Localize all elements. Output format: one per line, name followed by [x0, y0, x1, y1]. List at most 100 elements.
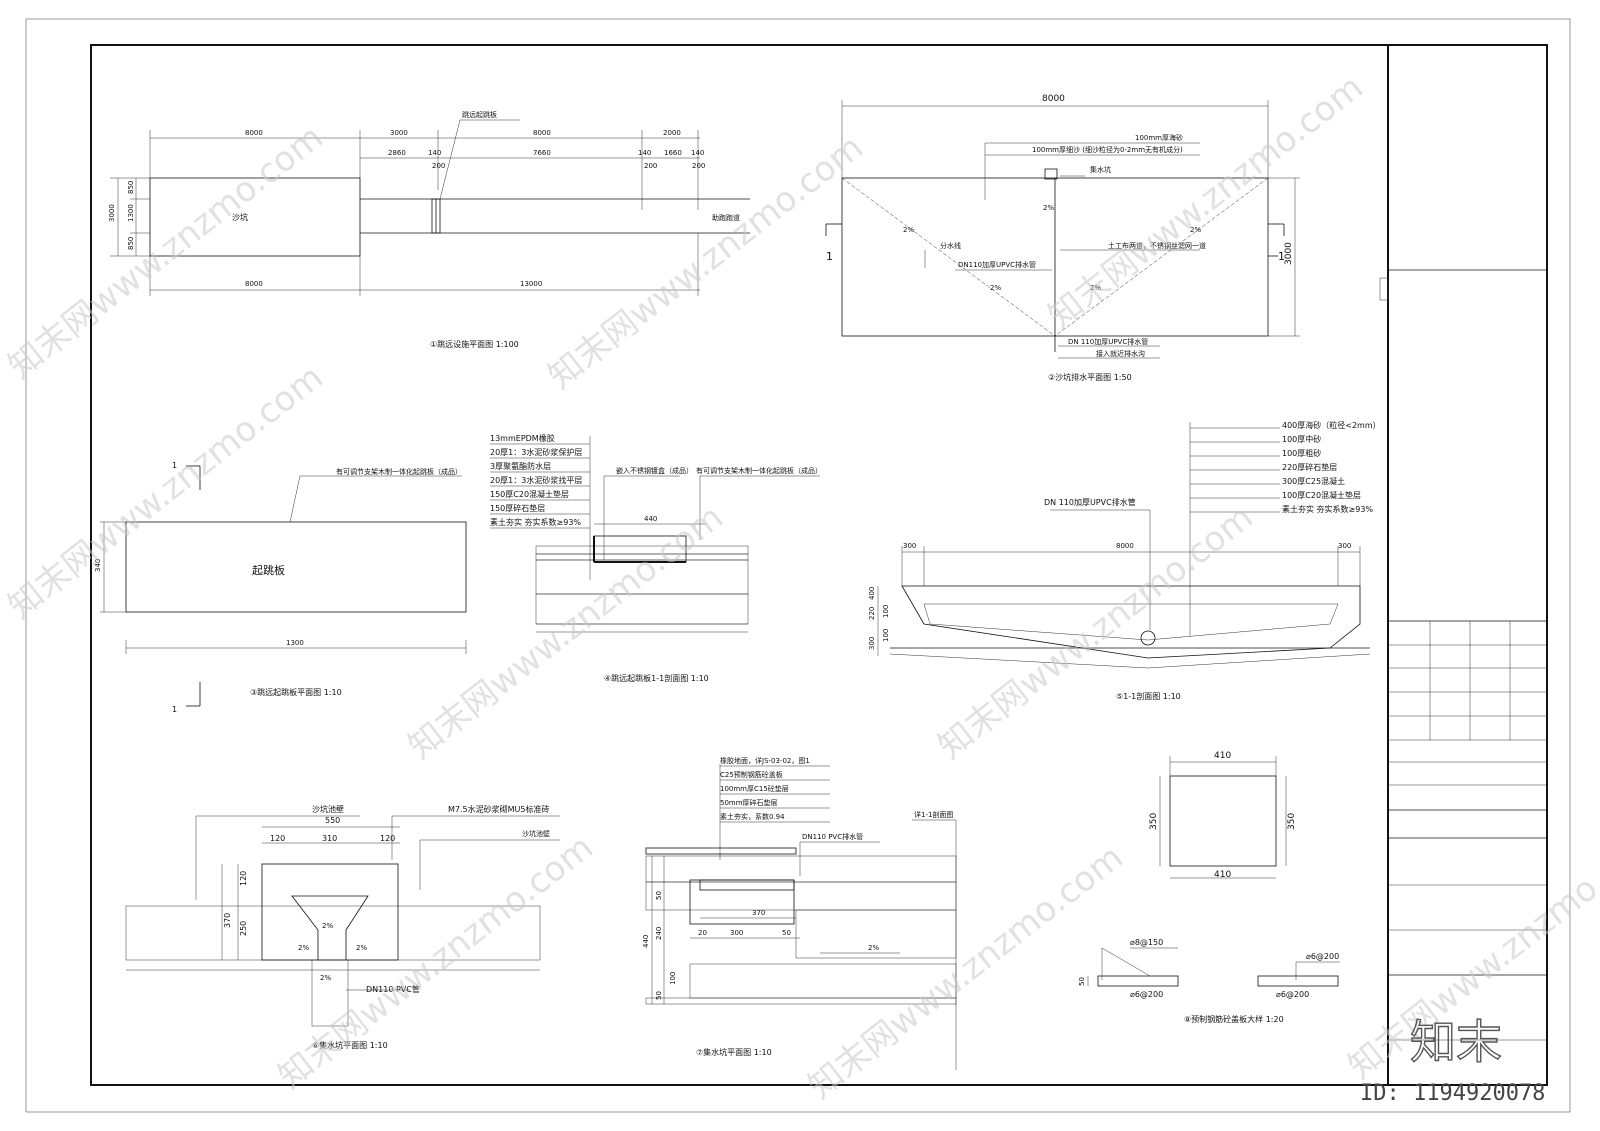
d5-layer-6: 素土夯实 夯实系数≥93% [1282, 504, 1373, 514]
d4-title: ④跳远起跳板1-1剖面图 1:10 [604, 673, 709, 683]
d4-dim: 440 [644, 515, 657, 523]
d2-section-mark-left: 1 [826, 250, 833, 263]
d4-layer-4: 150厚C20混凝土垫层 [490, 489, 569, 499]
d5-title: ⑤1-1剖面图 1:10 [1116, 691, 1181, 701]
d6-dim-top-1: 120 [270, 834, 285, 843]
d8-cover-plate [1169, 775, 1277, 867]
d1-dim-sub-1: 140 [428, 149, 441, 157]
d8-rebar-3: ⌀6@200 [1276, 990, 1309, 999]
d2-dim-right: 3000 [1284, 242, 1294, 265]
d5-dim-left-0: 400 [868, 587, 876, 600]
d5-layer-2: 100厚粗砂 [1282, 448, 1321, 458]
d1-dim-left-3: 850 [127, 237, 135, 250]
d7-dim-2: 440 [642, 935, 650, 948]
d1-title: ①跳远设施平面图 1:100 [430, 339, 519, 349]
d6-note-1: M7.5水泥砂浆砌MU5标准砖 [448, 804, 549, 814]
d3-dim-left: 340 [94, 559, 102, 572]
d7-layer-1: C25预制钢筋砼盖板 [720, 770, 783, 779]
d5-dim-top-1: 8000 [1116, 542, 1134, 550]
d7-dim-6: 300 [730, 929, 743, 937]
d1-dim-sub-5: 200 [644, 162, 657, 170]
d3-board [125, 521, 467, 613]
d1-dim-sub-3: 7660 [533, 149, 551, 157]
d2-note-1: 100mm厚细沙 (细沙粒径为0-2mm无有机成分) [1032, 145, 1183, 154]
d8-dim-1: 410 [1214, 870, 1231, 880]
d5-dim-left-1: 220 [868, 607, 876, 620]
d4-layer-1: 20厚1：3水泥砂浆保护层 [490, 447, 582, 457]
d6-dim-top-2: 310 [322, 834, 337, 843]
d8-rebar-2: ⌀6@200 [1306, 952, 1339, 961]
d2-slope-2: 2% [1043, 204, 1054, 212]
d6-dim-top-3: 120 [380, 834, 395, 843]
d1-dim-left-0: 3000 [108, 204, 116, 222]
d7-layer-4: 素土夯实，系数0.94 [720, 812, 785, 821]
d1-dim-sub-2: 200 [432, 162, 445, 170]
d2-slope-1: 2% [1190, 226, 1201, 234]
brand-logo-text: 知末 [1410, 1015, 1502, 1069]
d5-dim-left-4: 100 [882, 629, 890, 642]
d1-dim-bottom-1: 13000 [520, 280, 542, 288]
d2-slope-3: 2% [990, 284, 1001, 292]
d2-note-2: 集水坑 [1090, 165, 1111, 174]
d6-dim-left-1: 120 [239, 871, 248, 886]
d8-dim-small: 50 [1078, 977, 1086, 986]
d2-dim-top: 8000 [1042, 94, 1065, 104]
d2-note-3: 分水线 [940, 241, 961, 250]
drawing-5-section-1-1: 400厚海砂（粒径<2mm） 100厚中砂 100厚粗砂 220厚碎石垫层 30… [868, 420, 1381, 669]
d2-slope-4: 2% [1090, 284, 1101, 292]
d3-section-mark-top: 1 [172, 461, 177, 470]
d6-slope-1: 2% [298, 944, 309, 952]
d1-board-note: 跳远起跳板 [462, 110, 497, 119]
d1-dim-bottom-0: 8000 [245, 280, 263, 288]
d1-dim-sub-4: 140 [638, 149, 651, 157]
d6-dim-left-2: 250 [239, 921, 248, 936]
d6-dim-top-0: 550 [325, 816, 340, 825]
d4-layer-3: 20厚1：3水泥砂浆找平层 [490, 475, 582, 485]
d1-runway-label: 助跑跑道 [712, 213, 740, 222]
d7-layer-2: 100mm厚C15砼垫层 [720, 784, 789, 793]
d5-layer-labels: 400厚海砂（粒径<2mm） 100厚中砂 100厚粗砂 220厚碎石垫层 30… [1189, 420, 1381, 636]
d2-note-0: 100mm厚海砂 [1135, 133, 1183, 142]
d8-rebar-1: ⌀6@200 [1130, 990, 1163, 999]
d8-title: ⑧预制钢筋砼盖板大样 1:20 [1184, 1014, 1284, 1024]
d1-dim-top-3: 2000 [663, 129, 681, 137]
d1-dim-top-0: 8000 [245, 129, 263, 137]
d2-slope-0: 2% [903, 226, 914, 234]
d2-sump [1044, 168, 1058, 180]
d4-note-a: 嵌入不锈钢镀盒（成品） [616, 466, 693, 475]
d7-dim-5: 20 [698, 929, 707, 937]
d4-layer-0: 13mmEPDM橡胶 [490, 433, 555, 443]
d2-note-4: 土工布两道，不锈钢丝滤网一道 [1108, 241, 1206, 250]
d5-pipe-note: DN 110加厚UPVC排水管 [1044, 497, 1136, 507]
d6-note-2: 沙坑池壁 [522, 829, 550, 838]
d2-section-mark-right: 1 [1278, 250, 1285, 263]
d4-note-b: 有可调节支架木制一体化起跳板（成品） [696, 466, 822, 475]
drawing-1-long-jump-plan: 8000 3000 8000 2000 2860 140 200 7660 14… [108, 110, 750, 349]
d5-dim-left-2: 300 [868, 637, 876, 650]
watermark-1: 知末网www.znzmo.com [1, 117, 331, 387]
d7-pipe: DN110 PVC排水管 [802, 832, 863, 841]
d5-layer-4: 300厚C25混凝土 [1282, 476, 1345, 486]
d8-dim-0: 410 [1214, 751, 1231, 761]
d8-section-a [1097, 975, 1179, 987]
d7-layer-0: 橡胶地面，详JS-03-02，图1 [720, 756, 810, 765]
d5-dim-top-0: 300 [903, 542, 916, 550]
d3-title: ③跳远起跳板平面图 1:10 [250, 687, 342, 697]
watermark-3: 知末网www.znzmo.com [1041, 67, 1371, 337]
d1-dim-sub-6: 1660 [664, 149, 682, 157]
d6-note-0: 沙坑池壁 [312, 804, 344, 814]
d1-sandpit-label: 沙坑 [232, 212, 248, 222]
d5-layer-1: 100厚中砂 [1282, 434, 1321, 444]
d1-dim-sub-7: 140 [691, 149, 704, 157]
drawing-7-sump-pit-section: 橡胶地面，详JS-03-02，图1 C25预制钢筋砼盖板 100mm厚C15砼垫… [642, 756, 957, 1070]
watermark-7: 知末网www.znzmo.com [271, 827, 601, 1097]
drawing-4-takeoff-board-section: 13mmEPDM橡胶 20厚1：3水泥砂浆保护层 3厚聚氨酯防水层 20厚1：3… [490, 433, 822, 633]
d4-layer-2: 3厚聚氨酯防水层 [490, 461, 551, 471]
d6-pit-wall [261, 863, 399, 961]
d4-layer-5: 150厚碎石垫层 [490, 503, 545, 513]
d7-ref: 详1-1剖面图 [914, 810, 953, 819]
d7-slope: 2% [868, 944, 879, 952]
d3-top-note: 有可调节支架木制一体化起跳板（成品） [336, 467, 462, 476]
d1-dim-sub-8: 200 [692, 162, 705, 170]
